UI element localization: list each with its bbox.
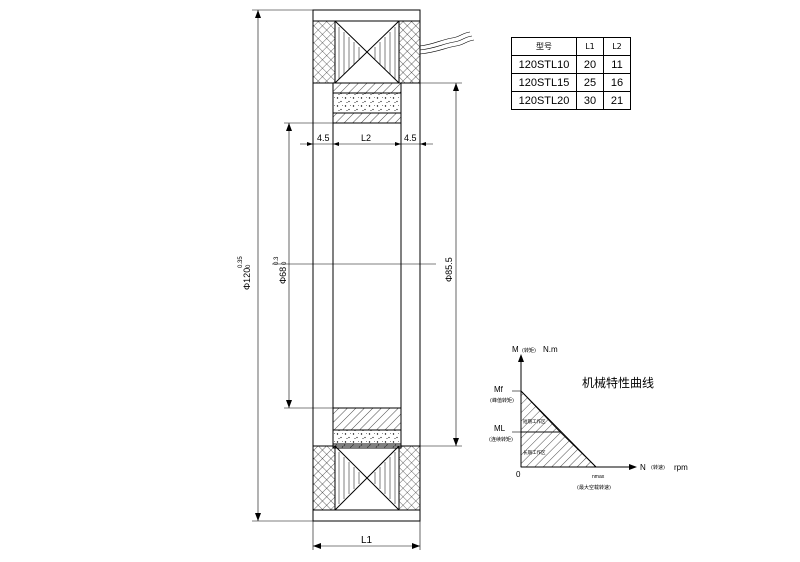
curve-title: 机械特性曲线 [582,375,654,390]
table-row: 120STL10 20 11 [511,55,631,74]
lead-wires [419,31,475,55]
ml-sub: (连续转矩) [489,436,513,443]
x-axis-sub: (转速) [651,464,665,471]
table-row: 120STL20 30 21 [511,91,631,110]
x-axis-unit: rpm [674,463,688,472]
table-cell-l1: 25 [576,73,604,92]
gap-right-label: 4.5 [404,133,417,143]
l1-label: L1 [361,535,373,546]
outer-dia-tol-upper: 0.35 [238,256,244,268]
zone-long-label: 长期工作区 [523,449,546,456]
motor-section [272,9,475,522]
zone-short-label: 短期工作区 [523,418,546,425]
table-cell-model: 120STL20 [511,91,577,110]
mf-sub: (峰值转矩) [490,397,514,404]
table-cell-model: 120STL15 [511,73,577,92]
stator-left-bottom [312,445,336,511]
outer-dia-tol-lower: 0 [246,264,252,268]
y-axis-sub: (转矩) [522,347,536,354]
stator-right-top [398,20,421,84]
ml-label: ML [494,424,506,433]
inner-dia-label: Φ68 [278,267,288,284]
dimensions: Φ120 0.35 0 Φ68 0.3 0 Φ85.5 4.5 L2 4.5 [238,9,462,550]
origin-label: 0 [516,470,521,479]
table-cell-l2: 21 [603,91,631,110]
nmax-sub: (最大空载转速) [577,484,611,491]
zone-long-area [520,431,597,468]
table-header-l1: L1 [576,37,604,56]
gap-left-label: 4.5 [317,133,330,143]
x-axis-label: N [640,463,646,472]
table-row: 120STL15 25 16 [511,73,631,92]
mf-label: Mf [494,385,504,394]
outer-dia-label: Φ120 [242,268,252,290]
rotor-bottom [332,443,402,449]
table-cell-l2: 11 [603,55,631,74]
nmax-label: nmax [592,474,605,480]
gap-mid-label: L2 [361,133,371,143]
model-spec-table: 型号 L1 L2 120STL10 20 11 120STL15 25 16 1… [511,37,631,110]
stator-left-top [312,20,336,84]
characteristic-curve: M (转矩) N.m 机械特性曲线 Mf (峰值转矩) ML (连续转矩) 短期… [489,345,688,491]
rotor-top-inner [332,112,402,124]
table-header-row: 型号 L1 L2 [511,37,631,56]
y-axis-label: M [512,345,519,354]
table-cell-l2: 16 [603,73,631,92]
table-cell-model: 120STL10 [511,55,577,74]
magnet-bottom [332,429,402,445]
inner-dia-tol-lower: 0 [282,261,288,265]
table-header-l2: L2 [603,37,631,56]
y-axis-unit: N.m [543,345,558,354]
table-cell-l1: 20 [576,55,604,74]
rotor-top [332,82,402,94]
magnet-top [332,92,402,114]
stator-right-bottom [398,445,421,511]
rotor-bottom-inner [332,407,402,431]
inner-dia-tol-upper: 0.3 [274,256,280,265]
table-cell-l1: 30 [576,91,604,110]
mid-dia-label: Φ85.5 [444,257,454,282]
table-header-model: 型号 [511,37,577,56]
